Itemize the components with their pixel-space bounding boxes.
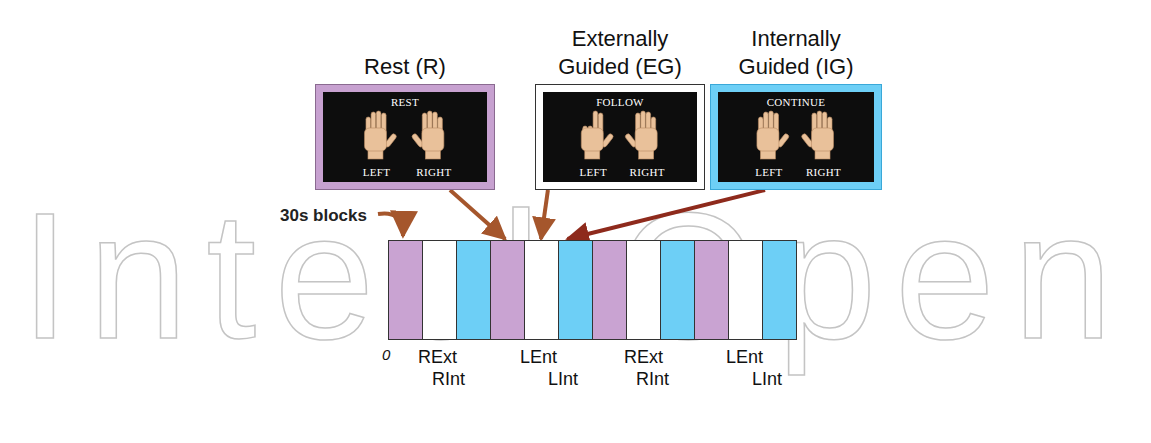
hand-label: RIGHT (416, 166, 451, 179)
stimulus-panel: Internally Guided (IG)CONTINUELEFTRIGHT (710, 84, 882, 190)
time-block (524, 240, 559, 340)
guide-arrow (541, 190, 548, 239)
condition-label: RInt (432, 368, 465, 390)
block-timeline: 0RExtRIntLEntLIntRExtRIntLEntLInt (388, 240, 796, 340)
condition-label: RExt (418, 346, 457, 368)
hand-label: LEFT (755, 166, 782, 179)
condition-label: RInt (636, 368, 669, 390)
condition-label: LEnt (726, 346, 763, 368)
hand-illustration (757, 111, 790, 159)
time-origin: 0 (382, 344, 390, 366)
callout-label: 30s blocks (280, 205, 367, 227)
guide-arrow (450, 190, 505, 239)
time-block (660, 240, 695, 340)
hand-label: RIGHT (806, 166, 841, 179)
hand-illustration (581, 111, 614, 159)
stimulus-panel: Externally Guided (EG)FOLLOWLEFTRIGHT (535, 84, 705, 190)
time-block (728, 240, 763, 340)
panel-heading: Externally Guided (EG) (545, 25, 695, 81)
hand-label: RIGHT (630, 166, 665, 179)
condition-label: RExt (624, 346, 663, 368)
callout-arrow (378, 213, 403, 236)
hand-illustration (624, 111, 657, 159)
screen-caption: REST (391, 96, 419, 109)
stimulus-panel: Rest (R)RESTLEFTRIGHT (315, 84, 495, 190)
hand-illustration (801, 111, 834, 159)
condition-label: LInt (548, 368, 578, 390)
time-block (388, 240, 423, 340)
panel-heading: Rest (R) (320, 53, 490, 81)
hand-label: LEFT (363, 166, 390, 179)
time-block (626, 240, 661, 340)
hand-illustration (411, 111, 444, 159)
hand-illustration (364, 111, 397, 159)
condition-label: LInt (752, 368, 782, 390)
time-block (694, 240, 729, 340)
time-block (592, 240, 627, 340)
time-block (490, 240, 525, 340)
time-block (456, 240, 491, 340)
time-block (762, 240, 797, 340)
hand-label: LEFT (580, 166, 607, 179)
time-block (422, 240, 457, 340)
time-block (558, 240, 593, 340)
screen-caption: CONTINUE (767, 96, 826, 109)
panel-heading: Internally Guided (IG) (721, 25, 871, 81)
guide-arrow (568, 190, 766, 239)
screen-caption: FOLLOW (596, 96, 644, 109)
condition-label: LEnt (520, 346, 557, 368)
